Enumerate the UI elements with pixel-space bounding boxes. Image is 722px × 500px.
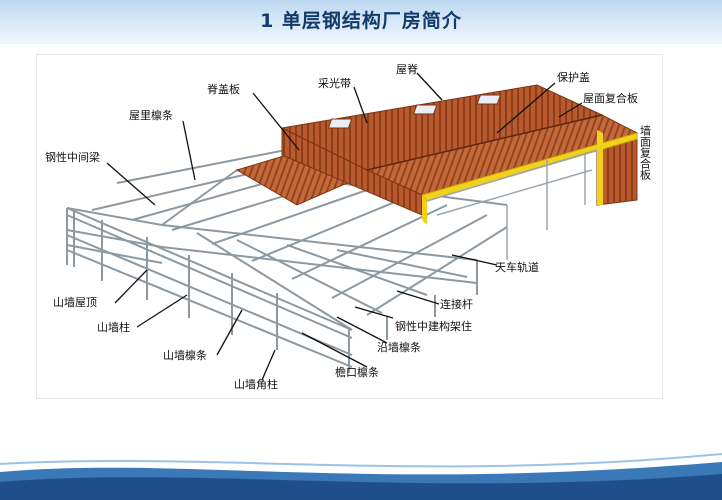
- label-cai-guang-dai: 采光带: [318, 76, 351, 90]
- label-bao-hu-gai: 保护盖: [557, 70, 590, 84]
- label-gang-xing-zhong-jian-liang: 钢性中间梁: [45, 150, 100, 164]
- label-yan-kou-lin-tiao: 檐口檩条: [335, 365, 379, 379]
- label-lian-jie-gan: 连接杆: [440, 297, 473, 311]
- label-shan-qiang-zhu: 山墙柱: [97, 320, 130, 334]
- label-wu-ji: 屋脊: [396, 62, 418, 76]
- label-tian-che-gui-dao: 天车轨道: [495, 260, 539, 274]
- label-yan-qiang-lin-tiao: 沿墙檩条: [377, 340, 421, 354]
- label-gang-xing-zhong-jian-gou-jia-zhu: 钢性中建构架住: [395, 319, 472, 333]
- roofed-section: [237, 85, 637, 260]
- label-shan-qiang-lin-tiao: 山墙檩条: [163, 348, 207, 362]
- footer-wave-decoration: [0, 452, 722, 500]
- label-ji-gai-ban: 脊盖板: [207, 82, 240, 96]
- steel-plant-diagram: 脊盖板 采光带 屋脊 保护盖 屋面复合板 屋里檩条 钢性中间梁 墙面复合板 天车…: [37, 55, 662, 398]
- label-shan-qiang-jiao-zhu: 山墙角柱: [234, 377, 278, 391]
- slide-title: 1 单层钢结构厂房简介: [0, 6, 722, 33]
- label-wu-mian-fu-he-ban: 屋面复合板: [583, 91, 638, 105]
- label-shan-qiang-wu-ding: 山墙屋顶: [53, 295, 97, 309]
- label-wu-li-lin-tiao: 屋里檩条: [129, 108, 173, 122]
- label-qiang-mian-fu-he-ban: 墙面复合板: [639, 124, 652, 181]
